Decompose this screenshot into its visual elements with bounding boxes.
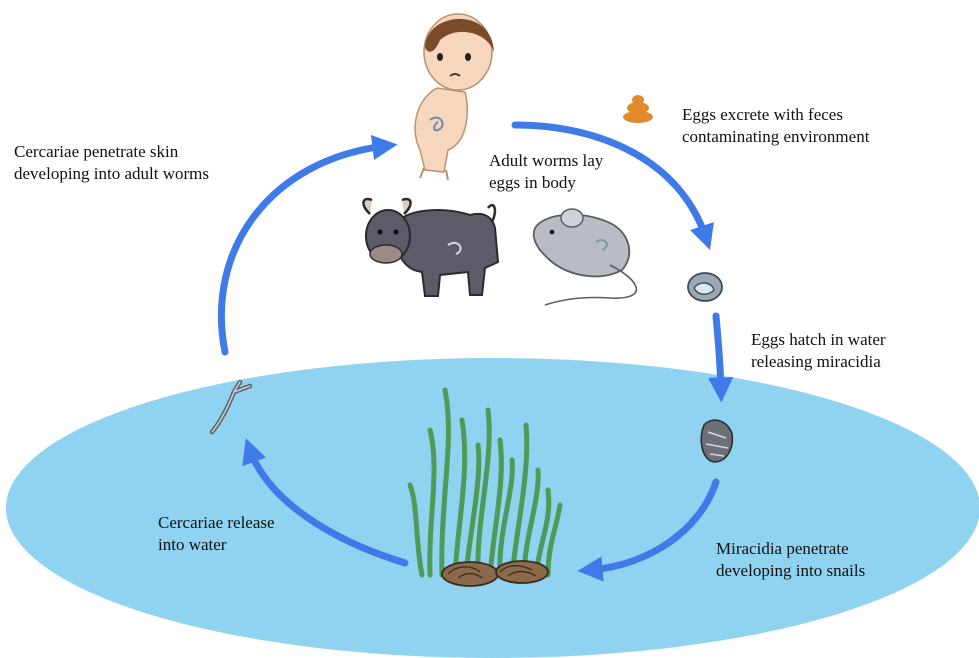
egg-icon [688,273,722,301]
label-eggs-hatch: Eggs hatch in water releasing miracidia [751,329,886,373]
arrow-cercariae-to-host [221,146,385,352]
label-cercariae-penetrate: Cercariae penetrate skin developing into… [14,141,209,185]
label-adult-worms: Adult worms lay eggs in body [489,150,603,194]
water-ellipse [6,358,979,658]
label-cercariae-release: Cercariae release into water [158,512,275,556]
mouse-icon [534,209,637,305]
miracidium-icon [701,420,732,462]
label-eggs-excrete: Eggs excrete with feces contaminating en… [682,104,869,148]
buffalo-icon [363,199,498,296]
feces-icon [623,95,653,123]
label-miracidia-penetrate: Miracidia penetrate developing into snai… [716,538,865,582]
human-host-icon [415,14,494,180]
